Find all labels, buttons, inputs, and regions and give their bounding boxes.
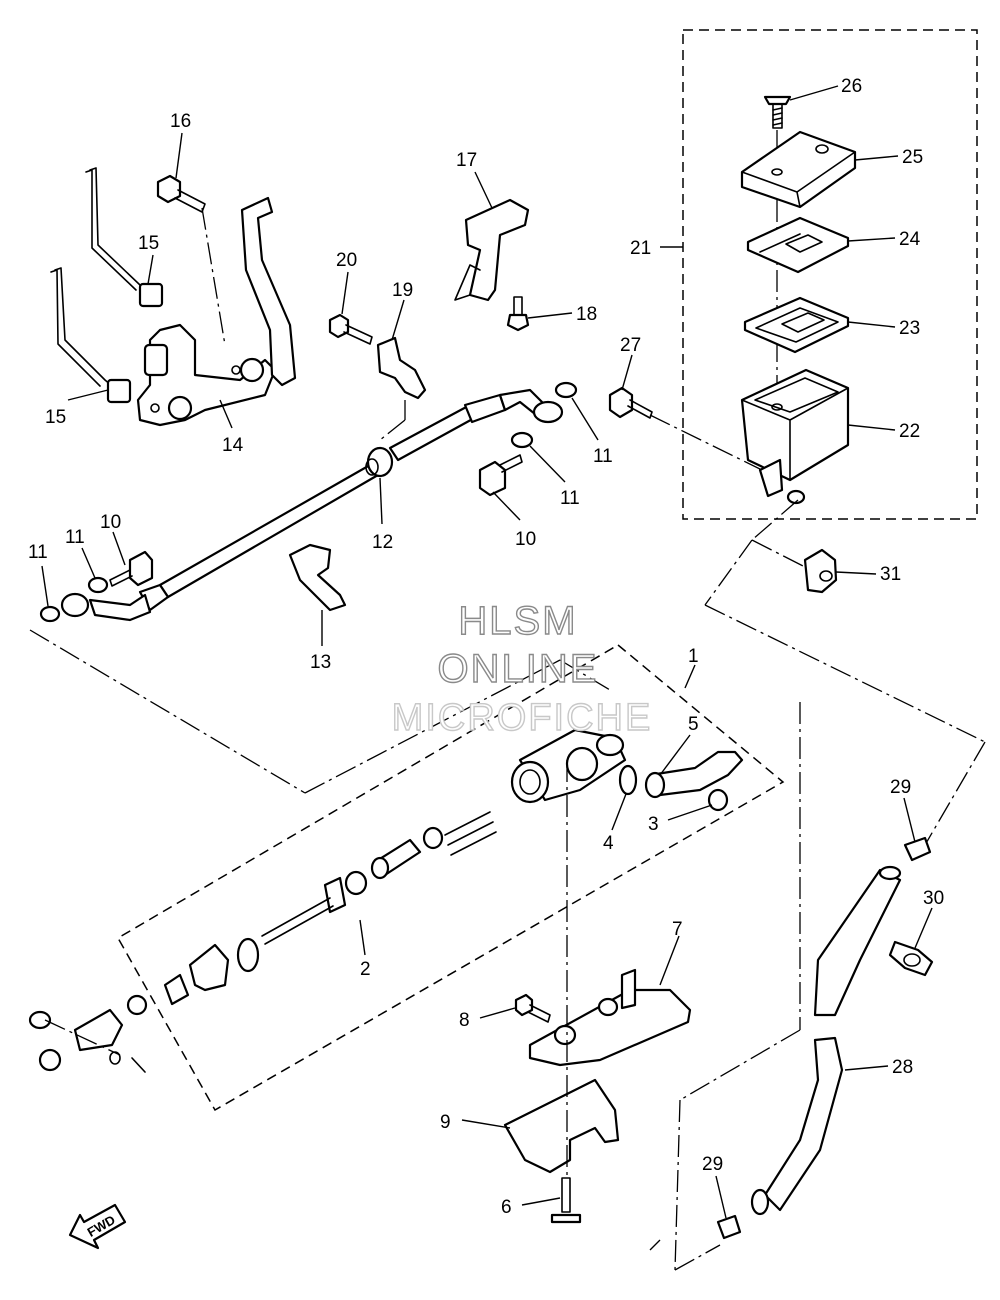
- watermark-line-1: HLSM: [458, 599, 577, 643]
- washer-11-b[interactable]: [510, 431, 534, 449]
- reservoir-body-22[interactable]: [740, 368, 850, 505]
- watermark-line-3: MICROFICHE: [392, 697, 653, 739]
- callout-3[interactable]: 3: [648, 814, 659, 835]
- clamp-19[interactable]: [376, 336, 427, 400]
- hose-clip-29-a[interactable]: [903, 836, 932, 862]
- cable-band-15-lower[interactable]: [50, 267, 132, 404]
- bracket-17[interactable]: [454, 198, 530, 302]
- callout-20[interactable]: 20: [336, 250, 357, 271]
- forward-arrow: FWD: [68, 1203, 127, 1250]
- callout-25[interactable]: 25: [902, 147, 923, 168]
- callout-18[interactable]: 18: [576, 304, 597, 325]
- reservoir-cap-25[interactable]: [740, 130, 857, 209]
- callout-30[interactable]: 30: [923, 888, 944, 909]
- bracket-9[interactable]: [503, 1078, 620, 1174]
- washer-11-c[interactable]: [87, 576, 109, 594]
- callout-24[interactable]: 24: [899, 229, 921, 250]
- bracket-14[interactable]: [136, 196, 297, 427]
- hose-clamp-30[interactable]: [888, 940, 934, 977]
- piston-kit-2[interactable]: [126, 811, 497, 1016]
- callout-17[interactable]: 17: [456, 150, 477, 171]
- circlip-3[interactable]: [707, 788, 729, 812]
- screw-6[interactable]: [550, 1177, 582, 1224]
- callout-11-upper-right[interactable]: 11: [593, 446, 613, 467]
- screw-26[interactable]: [763, 95, 792, 129]
- callout-28[interactable]: 28: [892, 1057, 913, 1078]
- bolt-20[interactable]: [328, 313, 373, 345]
- hose-clip-29-b[interactable]: [716, 1214, 742, 1240]
- callout-13[interactable]: 13: [310, 652, 331, 673]
- callout-5[interactable]: 5: [688, 714, 699, 735]
- callout-11-left-outer[interactable]: 11: [28, 542, 48, 563]
- master-cylinder-group-box: [116, 644, 785, 1112]
- callout-1[interactable]: 1: [688, 646, 699, 667]
- callout-7[interactable]: 7: [672, 919, 683, 940]
- hose-28[interactable]: [750, 865, 902, 1216]
- reservoir-group-box: [682, 29, 978, 520]
- callout-9[interactable]: 9: [440, 1112, 451, 1133]
- callout-27[interactable]: 27: [620, 335, 641, 356]
- union-bolt-10-b[interactable]: [109, 550, 154, 587]
- callout-21[interactable]: 21: [630, 238, 651, 259]
- bolt-8[interactable]: [514, 993, 551, 1023]
- push-rod-clevis[interactable]: [28, 1008, 146, 1073]
- callout-23[interactable]: 23: [899, 318, 920, 339]
- bolt-27[interactable]: [608, 386, 653, 419]
- callout-11-left-inner[interactable]: 11: [65, 527, 85, 548]
- bolt-16[interactable]: [156, 174, 206, 213]
- callout-15-lower[interactable]: 15: [45, 407, 66, 428]
- diaphragm-plate-24[interactable]: [746, 216, 850, 274]
- callout-29-upper[interactable]: 29: [890, 777, 911, 798]
- bracket-7[interactable]: [528, 968, 692, 1067]
- o-ring-4[interactable]: [618, 764, 638, 796]
- callout-26[interactable]: 26: [841, 76, 862, 97]
- washer-11-a[interactable]: [554, 381, 578, 399]
- callout-29-lower[interactable]: 29: [702, 1154, 723, 1175]
- union-bolt-10-a[interactable]: [478, 454, 523, 497]
- callout-10-right[interactable]: 10: [515, 529, 536, 550]
- master-cylinder-body[interactable]: [510, 728, 627, 804]
- callout-22[interactable]: 22: [899, 421, 920, 442]
- callout-11-right[interactable]: 11: [560, 488, 580, 509]
- brake-hose-12[interactable]: [60, 388, 564, 622]
- washer-11-d[interactable]: [39, 605, 61, 623]
- callout-10-left[interactable]: 10: [100, 512, 121, 533]
- callout-31[interactable]: 31: [880, 564, 901, 585]
- callout-15-upper[interactable]: 15: [138, 233, 159, 254]
- diaphragm-23[interactable]: [743, 296, 850, 354]
- callout-4[interactable]: 4: [603, 833, 614, 854]
- callout-16[interactable]: 16: [170, 111, 191, 132]
- cable-band-15-upper[interactable]: [85, 167, 164, 308]
- callout-2[interactable]: 2: [360, 959, 371, 980]
- bolt-18[interactable]: [506, 296, 530, 332]
- clamp-13[interactable]: [288, 543, 347, 612]
- callout-12[interactable]: 12: [372, 532, 393, 553]
- callout-19[interactable]: 19: [392, 280, 413, 301]
- callout-6[interactable]: 6: [501, 1197, 512, 1218]
- watermark-line-2: ONLINE: [438, 647, 599, 691]
- callout-8[interactable]: 8: [459, 1010, 470, 1031]
- callout-14[interactable]: 14: [222, 435, 244, 456]
- clip-31[interactable]: [803, 548, 838, 594]
- hose-joint-5[interactable]: [644, 750, 744, 799]
